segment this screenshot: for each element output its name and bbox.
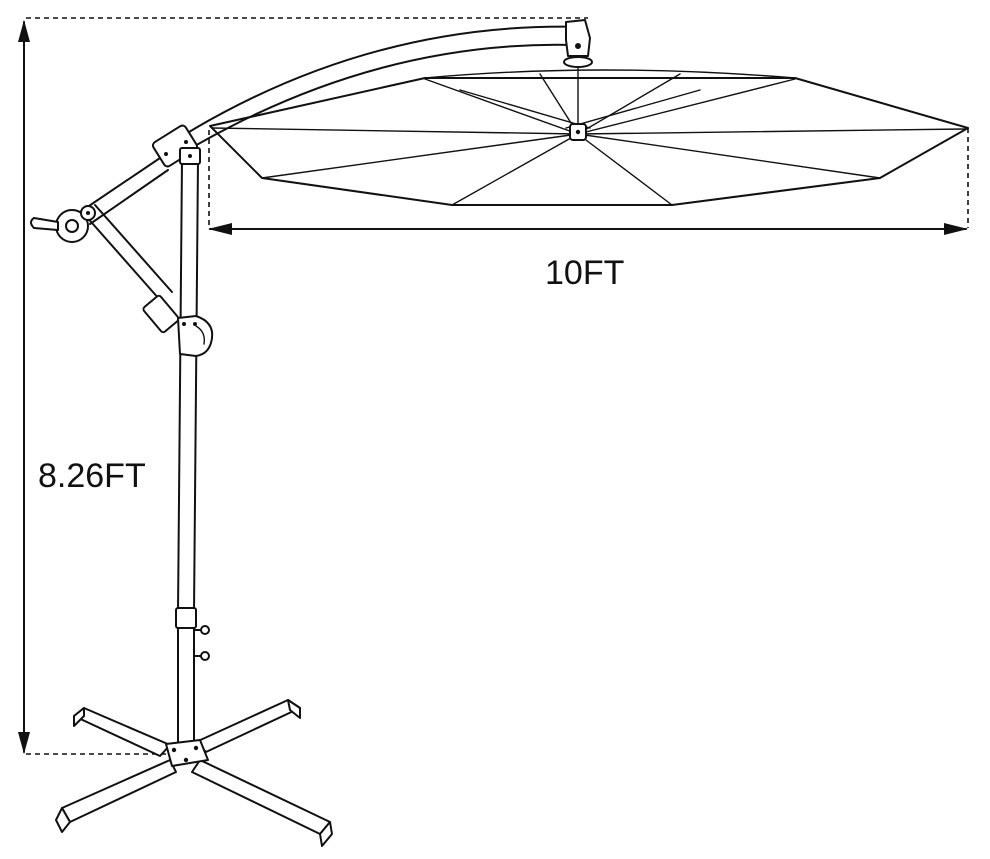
canopy (209, 56, 969, 206)
tightening-knobs (193, 625, 210, 661)
width-dimension (208, 128, 969, 235)
crank-assembly (30, 157, 180, 334)
canopy-hub (563, 56, 593, 141)
mast (175, 147, 214, 749)
cross-base (55, 699, 333, 847)
height-dimension-label: 8.26FT (38, 457, 146, 495)
canopy-ribs (211, 59, 966, 206)
width-dimension-label: 10FT (545, 254, 625, 292)
height-dimension (18, 17, 588, 755)
